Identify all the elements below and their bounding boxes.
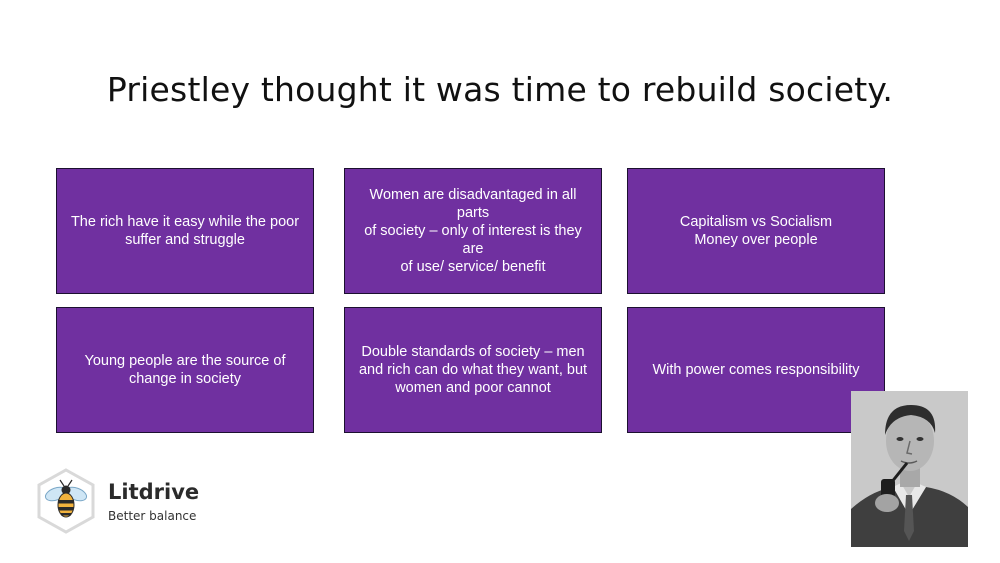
slide-title: Priestley thought it was time to rebuild…: [106, 70, 894, 109]
logo-tagline: Better balance: [108, 509, 197, 523]
theme-card-rich-poor: The rich have it easy while the poor suf…: [56, 168, 314, 294]
theme-card-text: With power comes responsibility: [652, 362, 860, 378]
bee-icon: [37, 468, 95, 534]
theme-card-double-standards: Double standards of society – men and ri…: [344, 307, 602, 433]
theme-card-text: Women are disadvantaged in all parts of …: [364, 187, 582, 275]
portrait-illustration: [851, 391, 968, 547]
theme-card-text: The rich have it easy while the poor suf…: [70, 214, 300, 248]
theme-card-text: Double standards of society – men and ri…: [358, 344, 588, 396]
logo-name: Litdrive: [108, 480, 200, 504]
theme-card-power: With power comes responsibility: [627, 307, 885, 433]
theme-card-young-people: Young people are the source of change in…: [56, 307, 314, 433]
theme-card-women: Women are disadvantaged in all parts of …: [344, 168, 602, 294]
theme-card-text: Young people are the source of change in…: [84, 353, 286, 387]
litdrive-logo: Litdrive Better balance: [36, 468, 236, 538]
theme-card-text: Capitalism vs Socialism Money over peopl…: [679, 214, 833, 248]
theme-card-capitalism: Capitalism vs Socialism Money over peopl…: [627, 168, 885, 294]
portrait-photo: [851, 391, 968, 547]
